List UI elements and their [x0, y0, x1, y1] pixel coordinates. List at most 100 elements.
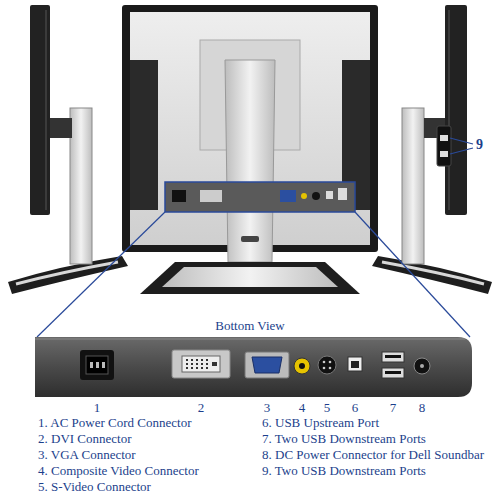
base-top [162, 267, 338, 287]
port [326, 191, 333, 199]
illustration-part [385, 371, 401, 374]
ac-power-connector [80, 350, 114, 380]
illustration-part [348, 357, 362, 371]
callout-number: 5 [324, 400, 331, 415]
callout-number: 6 [352, 400, 359, 415]
left-side-view [8, 5, 128, 294]
illustration-part [191, 367, 193, 369]
illustration-part [252, 357, 282, 373]
illustration-part [186, 367, 188, 369]
cable-hole [241, 236, 259, 242]
illustration-part [318, 356, 336, 374]
legend-item: 7. Two USB Downstream Ports [262, 431, 426, 446]
illustration-part [186, 359, 217, 369]
callout-number: 4 [299, 400, 306, 415]
rear-view [122, 5, 378, 294]
leader-line [450, 148, 473, 154]
illustration-part [182, 356, 220, 372]
illustration-part [414, 358, 430, 374]
base-highlight [382, 262, 484, 284]
legend-item: 5. S-Video Connector [38, 479, 151, 494]
illustration-part [212, 362, 217, 366]
illustration-part [80, 350, 114, 380]
view-heading: Bottom View [215, 318, 284, 333]
port [200, 190, 222, 202]
illustration-part [196, 359, 198, 361]
callout-number: 1 [94, 400, 101, 415]
illustration-part [206, 359, 208, 361]
panel-highlight [35, 339, 465, 340]
callout-number: 7 [390, 400, 397, 415]
s-video-connector [318, 356, 336, 374]
illustration-part [299, 363, 305, 369]
dvi-connector [172, 350, 230, 378]
illustration-part [420, 364, 424, 368]
bottom-panel [35, 337, 472, 397]
illustration-part [329, 361, 332, 364]
illustration-part [206, 367, 208, 369]
panel-edge [449, 10, 450, 210]
callout-number: 9 [476, 137, 483, 152]
port [172, 190, 186, 202]
port [301, 193, 307, 199]
legend-item: 3. VGA Connector [38, 447, 136, 462]
dc-power-connector [414, 358, 430, 374]
illustration-part [186, 359, 188, 361]
illustration-part [90, 362, 93, 368]
stand-base [8, 256, 128, 294]
port [338, 188, 347, 200]
usb-port [440, 151, 448, 157]
usb-port [440, 135, 448, 141]
leader-line [450, 138, 473, 144]
stand-column [402, 108, 424, 264]
illustration-part [206, 363, 208, 365]
illustration-part [245, 352, 289, 378]
illustration-part [385, 355, 401, 358]
illustration-part [196, 367, 198, 369]
screen-panel [30, 5, 50, 215]
stand-base [372, 256, 492, 294]
legend-item: 2. DVI Connector [38, 431, 132, 446]
legend-item: 9. Two USB Downstream Ports [262, 463, 426, 478]
side-usb-bay [437, 126, 451, 166]
illustration-part [172, 350, 230, 378]
port [312, 192, 320, 200]
vent [130, 60, 158, 210]
callout-number: 2 [198, 400, 205, 415]
callout-number: 3 [264, 400, 271, 415]
stand-base [140, 262, 360, 294]
illustration-part [191, 363, 193, 365]
illustration-part [382, 368, 404, 378]
usb-downstream-ports [382, 352, 404, 378]
illustration-part [323, 361, 326, 364]
illustration-part [329, 367, 332, 370]
illustration-part [186, 363, 188, 365]
illustration-part [196, 363, 198, 365]
illustration-part [201, 367, 203, 369]
hinge [50, 118, 72, 138]
stand-column [70, 108, 92, 264]
legend-item: 4. Composite Video Connector [38, 463, 199, 478]
stand-column [225, 60, 275, 262]
illustration-part [201, 363, 203, 365]
composite-connector [294, 358, 310, 374]
illustration-part [294, 358, 310, 374]
illustration-part [96, 362, 99, 368]
port [280, 190, 296, 202]
legend-item: 8. DC Power Connector for Dell Soundbar [262, 447, 484, 462]
illustration-part [323, 367, 326, 370]
illustration-part [102, 362, 105, 368]
callout-number: 8 [419, 400, 426, 415]
bottom-view [35, 337, 472, 397]
leader-line [355, 212, 470, 337]
illustration-part [382, 352, 404, 362]
illustration-part [351, 361, 359, 368]
highlight-frame [165, 182, 355, 212]
usb-upstream-port [348, 357, 362, 371]
screen-panel [445, 5, 467, 215]
illustration-part [86, 356, 108, 374]
panel-edge [46, 10, 47, 210]
legend-item: 1. AC Power Cord Connector [38, 415, 191, 430]
